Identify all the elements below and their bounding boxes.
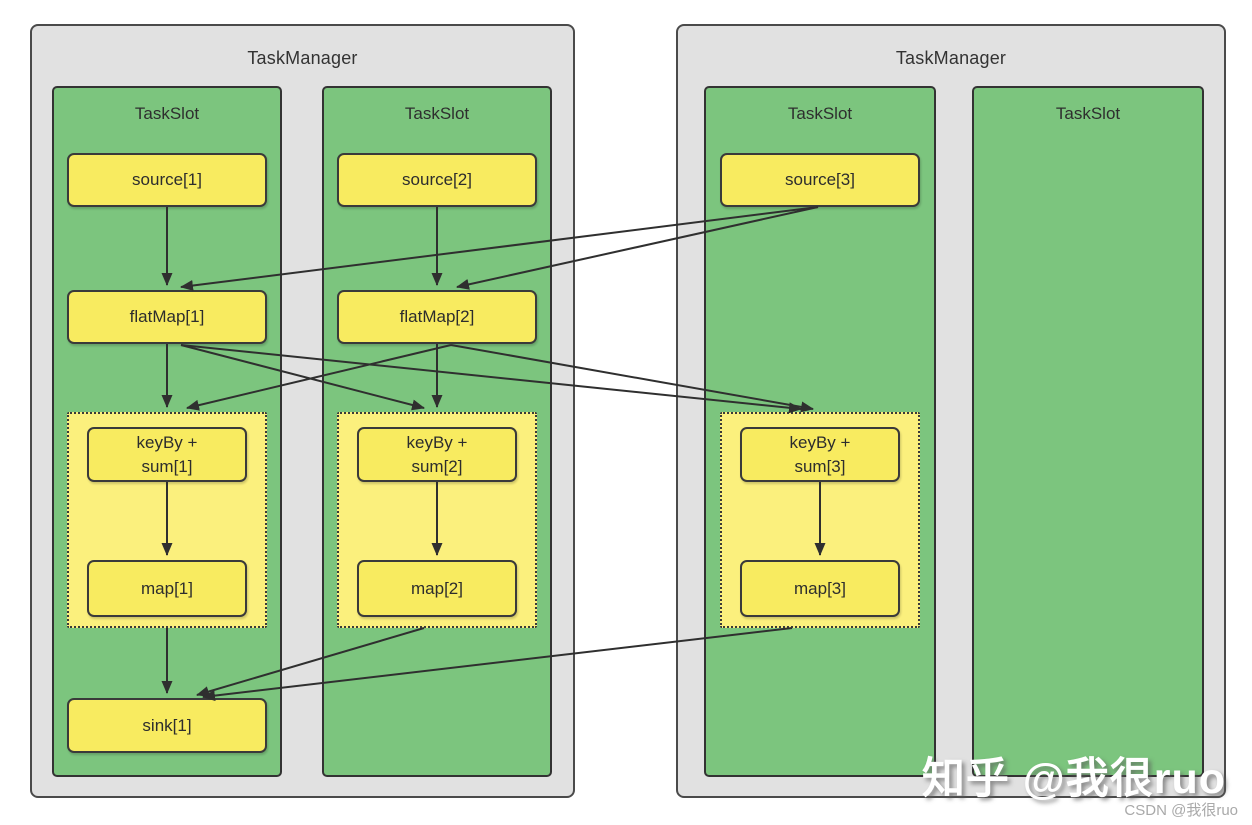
- watermark-csdn: CSDN @我很ruo: [1124, 802, 1238, 819]
- node-keyby-sum-2: keyBy + sum[2]: [357, 427, 517, 482]
- task-slot-2-title: TaskSlot: [404, 104, 470, 123]
- task-slot-3-title: TaskSlot: [787, 104, 853, 123]
- task-slot-4-empty: TaskSlot: [972, 86, 1204, 777]
- watermark-zhihu: 知乎 @我很ruo: [921, 755, 1226, 803]
- task-manager-1-title: TaskManager: [247, 48, 358, 68]
- node-map-3: map[3]: [740, 560, 900, 617]
- node-keyby-sum-1: keyBy + sum[1]: [87, 427, 247, 482]
- node-map-2: map[2]: [357, 560, 517, 617]
- node-map-1: map[1]: [87, 560, 247, 617]
- task-manager-2-title: TaskManager: [895, 48, 1007, 68]
- node-source-1: source[1]: [67, 153, 267, 207]
- node-source-2: source[2]: [337, 153, 537, 207]
- node-source-3: source[3]: [720, 153, 920, 207]
- node-keyby-sum-3: keyBy + sum[3]: [740, 427, 900, 482]
- node-flatmap-1: flatMap[1]: [67, 290, 267, 344]
- node-sink-1: sink[1]: [67, 698, 267, 753]
- task-slot-1-title: TaskSlot: [134, 104, 200, 123]
- node-flatmap-2: flatMap[2]: [337, 290, 537, 344]
- task-slot-4-title: TaskSlot: [1055, 104, 1121, 123]
